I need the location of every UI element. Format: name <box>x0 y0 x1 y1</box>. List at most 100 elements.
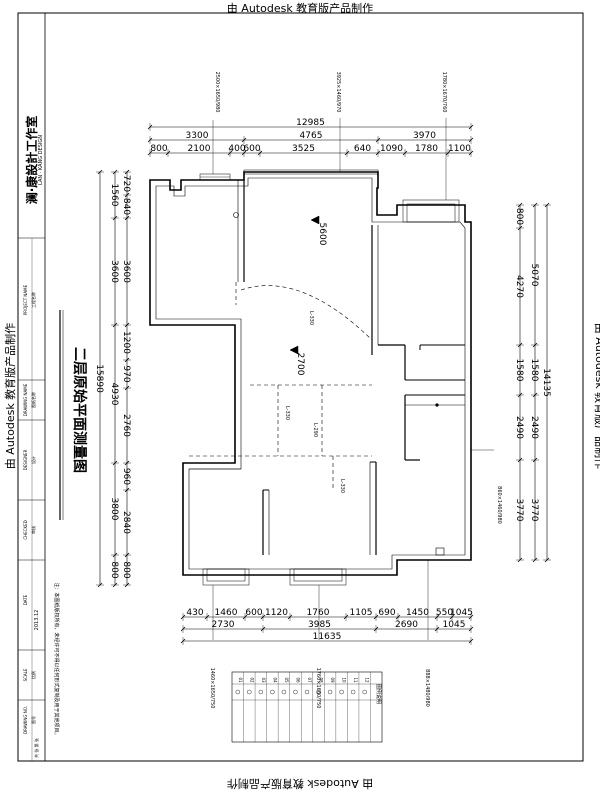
legend-row-number: 02 <box>249 677 254 683</box>
dim-top-level2-value: 3970 <box>413 131 436 141</box>
tb-sheet-count: 共 张 第 张 <box>33 738 39 758</box>
legend-symbol-icon <box>304 689 310 695</box>
dim-right-level3-value: 3770 <box>514 499 524 522</box>
dim-bottom-level1-tick <box>242 614 248 620</box>
dim-left-level2-value: 800 <box>109 561 119 578</box>
dim-top-level3-value: 3525 <box>292 144 315 154</box>
dim-left-overall-tick <box>97 582 103 588</box>
legend-row-number: 01 <box>238 677 243 683</box>
legend-symbol-icon <box>362 689 367 695</box>
dim-bottom-level1-tick <box>260 614 266 620</box>
dim-bottom-level2-tick <box>180 626 186 632</box>
dim-right-level3-value: 2490 <box>514 416 524 439</box>
dim-top-level2-tick <box>147 137 153 143</box>
dim-top-level3-tick <box>257 150 263 156</box>
dim-top-level3-tick <box>165 150 171 156</box>
dim-left-level3-tick <box>124 357 130 363</box>
dim-right-level2-tick <box>532 557 538 563</box>
dim-bottom-level2-tick <box>434 626 440 632</box>
dim-top-overall-tick <box>147 124 153 130</box>
legend-row-number: 10 <box>342 677 347 683</box>
legend-symbol-icon <box>270 689 275 695</box>
dim-left-level3-value: 1200 <box>121 331 131 354</box>
dim-left-level3-value: 840 <box>121 198 131 215</box>
title-block: 澜·康設計工作室 LAN · KANG DESIGN PROJECT NAME … <box>18 13 46 761</box>
dim-bottom-level1-tick <box>449 614 455 620</box>
dim-left-level2-value: 4930 <box>109 383 119 406</box>
tb-designer: 设计 <box>30 456 36 464</box>
tb-scale: 比例 <box>30 671 36 679</box>
dim-left-overall-value: 15890 <box>94 364 104 393</box>
legend-row-number: 09 <box>330 677 335 683</box>
dim-right-level3-tick <box>517 457 523 463</box>
dim-left-level2-tick <box>112 582 118 588</box>
dim-top-level3-value: 2100 <box>188 144 211 154</box>
dim-left-level2-tick <box>112 215 118 221</box>
dim-top-level3-value: 640 <box>354 144 371 154</box>
legend-row-number: 08 <box>319 677 324 683</box>
dim-bottom-level2-value: 3985 <box>308 620 331 630</box>
notes-text: 注：本图纸版权所有，未经许可不得以任何形式复制及用于其他项目。 <box>53 582 60 737</box>
dim-bottom-overall-tick <box>180 638 186 644</box>
dim-top-level2-tick <box>241 137 247 143</box>
dim-left-level3-value: 960 <box>121 468 131 485</box>
sheet-border <box>17 12 584 762</box>
dim-top-overall-value: 12985 <box>296 118 325 128</box>
dim-bottom-level2-tick <box>373 626 379 632</box>
dim-bottom-level2-value: 2690 <box>395 620 418 630</box>
legend-symbol-icon <box>258 689 264 695</box>
dim-bottom-level1-value: 1105 <box>350 608 373 618</box>
dim-bottom-level1-tick <box>373 614 379 620</box>
dim-bottom-level1-value: 550 <box>436 608 453 618</box>
dim-right-level2-tick <box>532 202 538 208</box>
legend-symbol-icon <box>235 689 240 695</box>
tb-designer-en: DESIGNER <box>23 449 28 470</box>
dim-bottom-level2-value: 1045 <box>443 620 466 630</box>
dim-right-level2-value: 5070 <box>529 264 539 287</box>
dim-left-level2-value: 3600 <box>109 260 119 283</box>
dim-right-level2-tick <box>532 392 538 398</box>
drawing-title: 二层原始平面测量图 <box>71 347 88 473</box>
watermark-top: 由 Autodesk 教育版产品制作 <box>226 2 374 15</box>
dim-left-level2-value: 3800 <box>109 498 119 521</box>
legend-row-number: 12 <box>365 677 370 683</box>
dim-top-level3-value: 1780 <box>415 144 438 154</box>
tb-drawing-name-en: DRAWING NAME <box>23 383 28 416</box>
dim-top-level2-value: 4765 <box>300 131 323 141</box>
dim-top-level3-value: 800 <box>150 144 167 154</box>
window-note-leaders <box>212 118 494 640</box>
window-note-top-right: 1780×1670/760 <box>441 72 447 113</box>
window-note-top-mid: 3925×1460/970 <box>335 72 341 113</box>
dim-top-level3-value: 600 <box>243 144 260 154</box>
dim-bottom-level1-value: 690 <box>378 608 395 618</box>
beam-label-4: L-330 <box>339 479 345 493</box>
legend-row-number: 03 <box>261 677 266 683</box>
dim-top-level3-tick <box>468 150 474 156</box>
dim-left-overall-tick <box>97 169 103 175</box>
dim-left-level3-tick <box>124 487 130 493</box>
dim-bottom-level1-value: 1120 <box>265 608 288 618</box>
dim-left-level3-value: 970 <box>121 365 131 382</box>
legend-row-number: 11 <box>353 677 358 683</box>
dim-bottom-level1-tick <box>287 614 293 620</box>
dim-right-level3-value: 1580 <box>514 359 524 382</box>
studio-name: 澜·康設計工作室 <box>24 116 39 205</box>
dim-left-level3-tick <box>124 552 130 558</box>
dim-left-level3-tick <box>124 169 130 175</box>
dim-left-level3-value: 3600 <box>121 260 131 283</box>
tb-drawing-name: 图纸名称 <box>30 392 36 408</box>
dim-bottom-level1-value: 1760 <box>307 608 330 618</box>
dim-left-level3-tick <box>124 192 130 198</box>
dim-bottom-level1-tick <box>180 614 186 620</box>
dim-bottom-level1-tick <box>204 614 210 620</box>
dim-left-level2-tick <box>112 169 118 175</box>
dim-top-level3-value: 1090 <box>380 144 403 154</box>
legend-symbol-icon <box>293 689 298 695</box>
dim-left-level2-tick <box>112 460 118 466</box>
dim-right-level3-tick <box>517 202 523 208</box>
legend-symbol-icon <box>339 689 344 695</box>
dim-left-level3-value: 720 <box>121 175 131 192</box>
dim-right-level2-tick <box>532 342 538 348</box>
